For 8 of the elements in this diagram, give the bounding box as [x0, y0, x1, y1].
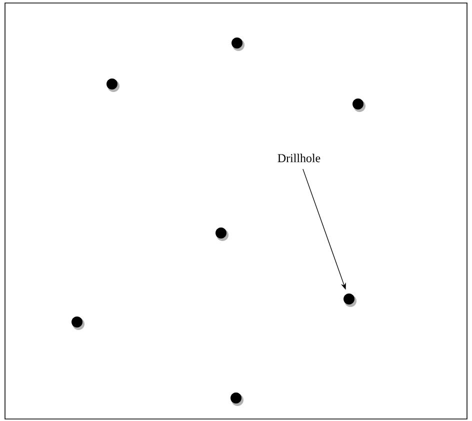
drillhole-dot: [72, 316, 84, 330]
drillhole-dot: [216, 228, 228, 241]
drillhole-dot: [106, 78, 120, 92]
drillhole-dot: [232, 38, 244, 51]
drillhole-dot: [352, 98, 366, 112]
drillhole-dot: [344, 294, 356, 307]
label-text: Drillhole: [278, 154, 320, 162]
drillhole-dot: [230, 392, 244, 406]
